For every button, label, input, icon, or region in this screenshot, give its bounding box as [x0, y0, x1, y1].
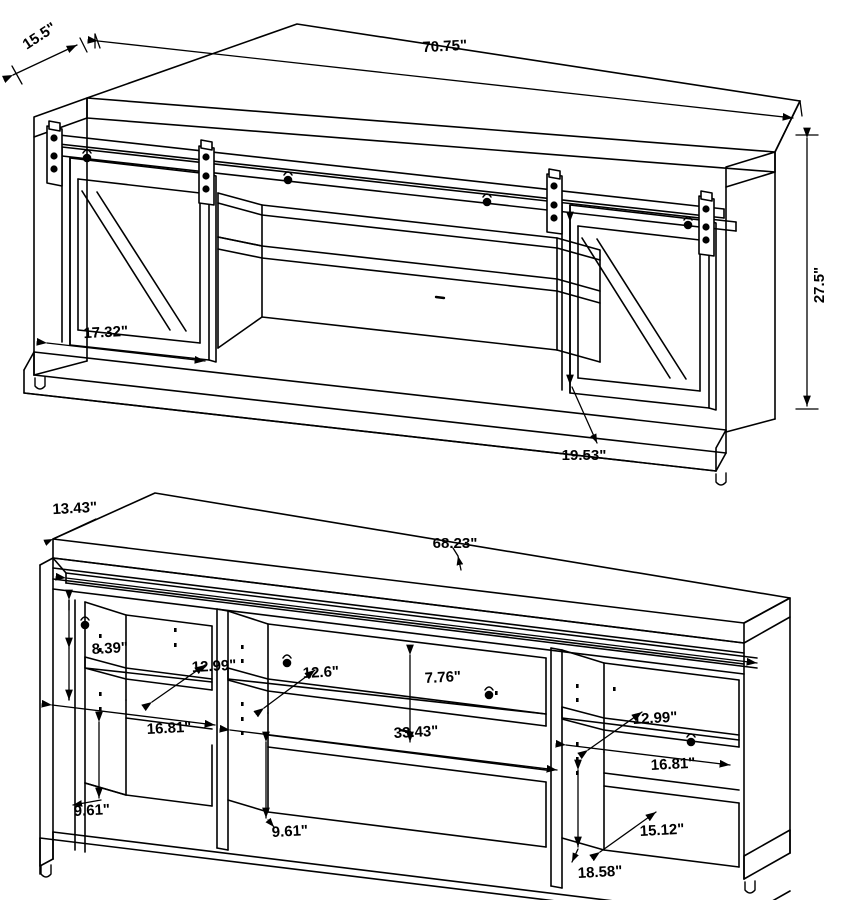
dim-overall-depth: 15.5"	[20, 19, 60, 53]
view-bottom-cabinet	[39, 492, 791, 900]
cabinet2-divider-1	[216, 608, 229, 851]
dim-door-height: 19.53"	[562, 447, 607, 464]
dim-center-opening-height: 7.76"	[424, 668, 461, 687]
dim-right-lower-shelf-depth: 15.12"	[639, 821, 684, 840]
dim-top-depth: 13.43"	[52, 499, 97, 518]
dim-inner-top-width: 68.23"	[433, 535, 478, 552]
dim-overall-width: 70.75"	[422, 37, 467, 56]
dim-left-opening-width: 16.81"	[146, 719, 191, 738]
center-compartment-shelves	[227, 610, 547, 848]
left-compartment-shelves	[84, 601, 213, 807]
cabinet2-plinth	[39, 829, 791, 900]
dim-center-shelf-depth: 12.6"	[302, 663, 339, 682]
dim-center-opening-width: 33.43"	[393, 723, 438, 742]
dim-right-shelf-depth: 12.99"	[632, 709, 677, 728]
right-barn-door[interactable]	[561, 202, 717, 411]
barn-door-track	[49, 133, 737, 232]
dim-right-lower-height: 18.58"	[577, 863, 622, 882]
dim-overall-height: 27.5"	[811, 267, 828, 303]
cabinet-right-end	[725, 151, 776, 433]
dim-left-shelf-depth: 12.99"	[191, 657, 236, 676]
left-door-hanger-a	[46, 120, 63, 187]
view-top-cabinet	[23, 23, 801, 486]
left-door-hanger-b	[198, 139, 215, 206]
cabinet2-right-end	[743, 616, 791, 880]
cabinet2-divider-2	[550, 647, 563, 889]
cabinet-interior-center	[217, 192, 601, 363]
right-door-hanger-a	[546, 168, 563, 235]
cabinet-plinth	[23, 351, 727, 472]
dim-left-upper-shelf-height: 8.39"	[91, 639, 128, 658]
dim-center-lower-height: 9.61"	[271, 822, 308, 841]
track-roller-rings	[82, 149, 693, 221]
center-knob	[434, 295, 446, 300]
dim-right-opening-width: 16.81"	[650, 755, 695, 774]
cabinet2-feet	[40, 864, 756, 894]
view-top-dimension-lines	[1, 33, 819, 444]
right-door-hanger-b	[698, 190, 715, 257]
dim-left-lower-height: 9.61"	[73, 801, 110, 820]
cabinet2-left-end	[39, 557, 54, 875]
cabinet-feet	[34, 376, 727, 486]
dim-door-width: 17.32"	[83, 323, 128, 342]
view-bottom-dimension-labels: 13.43" 68.23" 8.39" 12.99" 12.6" 7.76" 1…	[52, 499, 696, 882]
view-bottom-dimension-lines	[41, 518, 758, 863]
